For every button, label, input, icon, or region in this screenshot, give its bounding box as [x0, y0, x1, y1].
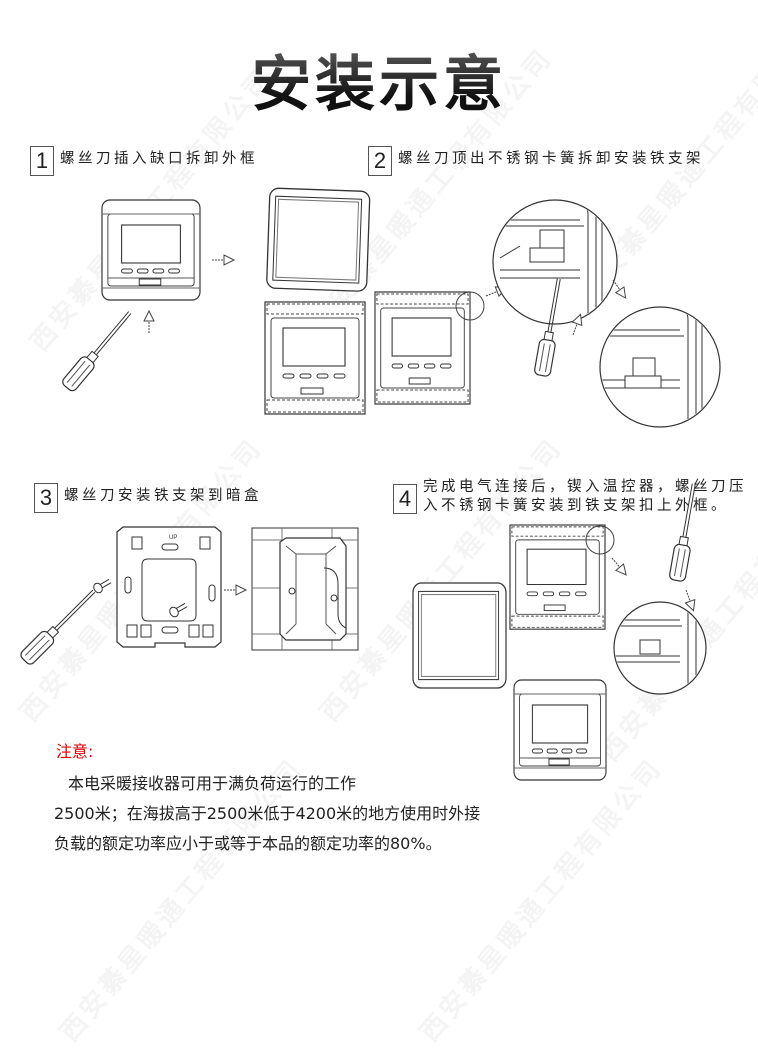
page-title: 安装示意: [0, 36, 758, 123]
step-4-heading: 4 完成电气连接后，锲入温控器，螺丝刀压 入不锈钢卡簧安装到铁支架扣上外框。: [393, 478, 747, 516]
step-number: 4: [393, 484, 417, 514]
note-line-2: 2500米；在海拔高于2500米低于4200米的地方使用时外接: [54, 804, 481, 823]
thermostat-module-icon: [264, 301, 366, 415]
arrow-down-icon: [607, 554, 631, 579]
thermostat-icon: [101, 199, 201, 301]
junction-box-icon: [251, 527, 359, 651]
outer-frame-icon: [412, 582, 507, 689]
note-line-3: 负载的额定功率应小于或等于本品的额定功率的80%。: [54, 834, 442, 853]
arrow-up-icon: [143, 310, 155, 334]
thermostat-icon: [513, 679, 607, 781]
step-text: 完成电气连接后，锲入温控器，螺丝刀压 入不锈钢卡簧安装到铁支架扣上外框。: [423, 478, 747, 516]
step-text-line: 完成电气连接后，锲入温控器，螺丝刀压: [423, 479, 747, 495]
thermostat-module-icon: [509, 524, 606, 630]
step-number: 1: [30, 146, 54, 176]
outer-frame-icon: [265, 187, 371, 293]
detail-magnified-1: [492, 199, 618, 325]
screw-icon: [93, 578, 112, 594]
detail-magnified-3: [613, 601, 707, 695]
screwdriver-icon: [60, 306, 137, 394]
screwdriver-icon: [18, 584, 101, 667]
step-text-line: 入不锈钢卡簧安装到铁支架扣上外框。: [423, 498, 729, 514]
iron-bracket-icon: UP: [116, 526, 222, 648]
detail-circle-icon: [455, 291, 485, 321]
step-text: 螺丝刀顶出不锈钢卡簧拆卸安装铁支架: [398, 151, 704, 167]
step-3-heading: 3 螺丝刀安装铁支架到暗盒: [34, 483, 262, 513]
step-number: 2: [368, 146, 392, 176]
step-1-illustration: UP: [18, 187, 721, 781]
detail-circle-icon: [585, 525, 615, 555]
step-2-heading: 2 螺丝刀顶出不锈钢卡簧拆卸安装铁支架: [368, 146, 704, 176]
thermostat-module-icon: [374, 291, 471, 405]
note-title: 注意:: [56, 742, 94, 761]
note-line-1: 本电采暖接收器可用于满负荷运行的工作: [68, 774, 357, 793]
screw-icon: [169, 602, 188, 618]
step-1-heading: 1 螺丝刀插入缺口拆卸外框: [30, 146, 258, 176]
step-number: 3: [34, 483, 58, 513]
step-text: 螺丝刀插入缺口拆卸外框: [60, 151, 258, 167]
bracket-label: UP: [169, 535, 177, 541]
step-text: 螺丝刀安装铁支架到暗盒: [64, 488, 262, 504]
detail-magnified-2: [599, 306, 721, 428]
screwdriver-icon: [668, 481, 703, 583]
arrow-right-icon: [223, 584, 247, 596]
arrow-right-icon: [211, 254, 235, 266]
